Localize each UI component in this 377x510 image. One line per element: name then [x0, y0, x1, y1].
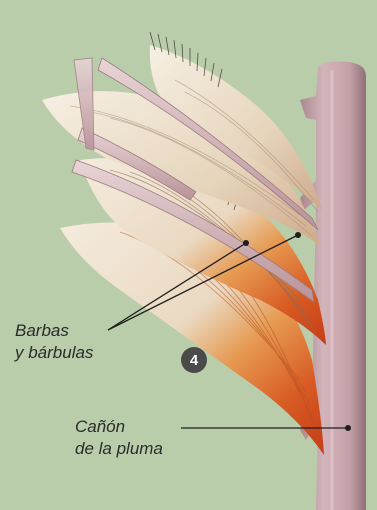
step-number-badge: 4: [181, 347, 207, 373]
leader-dot-barbs-b: [295, 232, 301, 238]
shaft-label-line2: de la pluma: [75, 438, 163, 460]
shaft-label-line1: Cañón: [75, 416, 163, 438]
leader-dot-barbs-a: [243, 240, 249, 246]
leader-dot-shaft: [345, 425, 351, 431]
barbs-label-line1: Barbas: [15, 320, 93, 342]
barbs-label-line2: y bárbulas: [15, 342, 93, 364]
shaft-label: Cañón de la pluma: [75, 416, 163, 460]
barbs-label: Barbas y bárbulas: [15, 320, 93, 364]
